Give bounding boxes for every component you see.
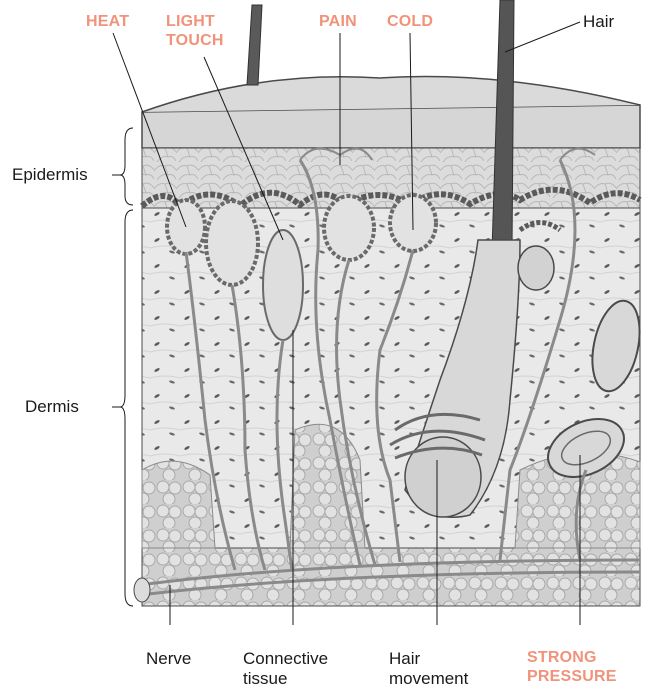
label-light-touch: LIGHTTOUCH	[166, 12, 224, 50]
hair-shaft-left	[247, 5, 262, 85]
skin-block	[142, 77, 640, 606]
label-epidermis: Epidermis	[12, 165, 88, 185]
label-hair-movement: Hairmovement	[389, 649, 468, 689]
pain-free-ending-capsule	[324, 196, 374, 260]
label-dermis: Dermis	[25, 397, 79, 417]
sebaceous-gland	[518, 246, 554, 290]
label-heat: HEAT	[86, 12, 129, 31]
label-pain: PAIN	[319, 12, 357, 31]
label-hair: Hair	[583, 12, 614, 32]
nerve-cut-end	[134, 578, 150, 602]
skin-surface	[142, 105, 640, 148]
label-nerve: Nerve	[146, 649, 191, 669]
layer-brackets	[120, 128, 133, 606]
dermis-bracket	[120, 210, 133, 606]
light-touch-corpuscle-left	[206, 201, 258, 285]
label-strong-pressure: STRONGPRESSURE	[527, 648, 617, 686]
label-cold: COLD	[387, 12, 433, 31]
light-touch-corpuscle	[263, 230, 303, 340]
label-connective-tissue: Connectivetissue	[243, 649, 328, 689]
epidermis-bracket	[120, 128, 133, 205]
